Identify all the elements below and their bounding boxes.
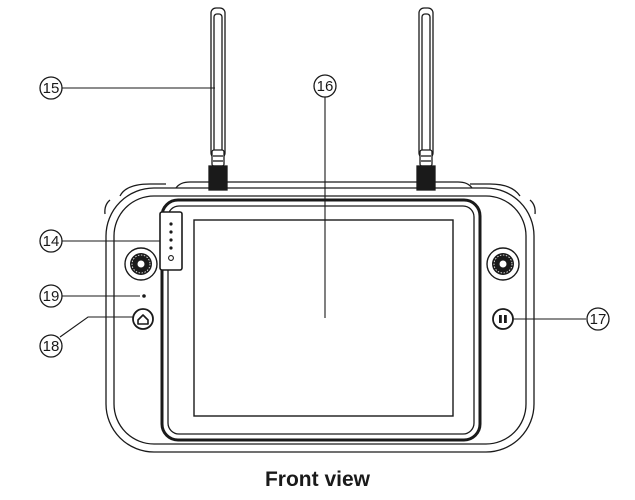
right-antenna (416, 7, 436, 191)
svg-text:19: 19 (43, 288, 60, 305)
callout-18: 18 (39, 334, 63, 358)
callout-16: 16 (313, 74, 337, 98)
callout-19: 19 (39, 284, 63, 308)
svg-text:17: 17 (590, 311, 607, 328)
status-led (142, 294, 146, 298)
home-icon (137, 314, 149, 325)
svg-text:14: 14 (43, 233, 60, 250)
display-screen (160, 198, 482, 442)
right-joystick (486, 247, 520, 281)
left-joystick (124, 247, 158, 281)
figure-caption: Front view (264, 468, 370, 491)
controller-body (104, 181, 536, 453)
svg-text:16: 16 (317, 78, 334, 95)
left-antenna (208, 7, 228, 191)
home-button (132, 308, 154, 330)
svg-text:18: 18 (43, 338, 60, 355)
pause-icon (499, 315, 507, 323)
callout-15: 15 (39, 76, 63, 100)
callout-17: 17 (586, 307, 610, 331)
svg-text:15: 15 (43, 80, 60, 97)
battery-indicator (159, 211, 183, 271)
callout-14: 14 (39, 229, 63, 253)
leader-18 (59, 316, 133, 338)
leader-lines (59, 87, 586, 338)
pause-button (492, 308, 514, 330)
